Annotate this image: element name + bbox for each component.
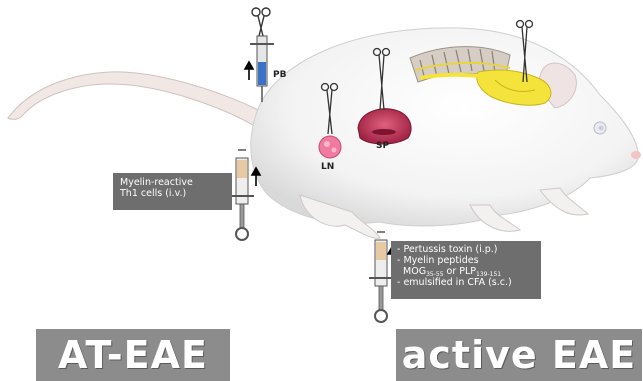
spleen-organ [358,109,411,144]
sp-label: SP [376,141,389,151]
mouse-nose [631,151,641,159]
lymph-node-organ [319,136,341,158]
plp-text: or PLP [444,266,477,277]
mog-text: MOG [403,266,426,277]
active-eae-line-3: MOG35-55 or PLP139-151 [397,266,541,277]
mouse-tail [8,72,262,128]
active-eae-line-1: - Pertussis toxin (i.p.) [397,244,541,255]
at-eae-info-box: Myelin-reactive Th1 cells (i.v.) [113,173,232,210]
scissors-icon-pb [252,8,270,36]
active-eae-info-box: - Pertussis toxin (i.p.) - Myelin peptid… [391,241,541,299]
at-eae-line-1: Myelin-reactive [120,177,232,188]
at-eae-label: AT-EAE [36,329,230,381]
arrow-up-icon-pb [245,62,253,80]
pb-label: PB [273,70,286,80]
ln-label: LN [321,162,334,172]
syringe-icon-active-eae [369,232,393,322]
at-eae-line-2: Th1 cells (i.v.) [120,188,232,199]
active-eae-line-4: - emulsified in CFA (s.c.) [397,277,541,288]
active-eae-line-2: - Myelin peptides [397,255,541,266]
syringe-icon-at-eae [230,150,254,240]
active-eae-label: active EAE [396,329,642,381]
